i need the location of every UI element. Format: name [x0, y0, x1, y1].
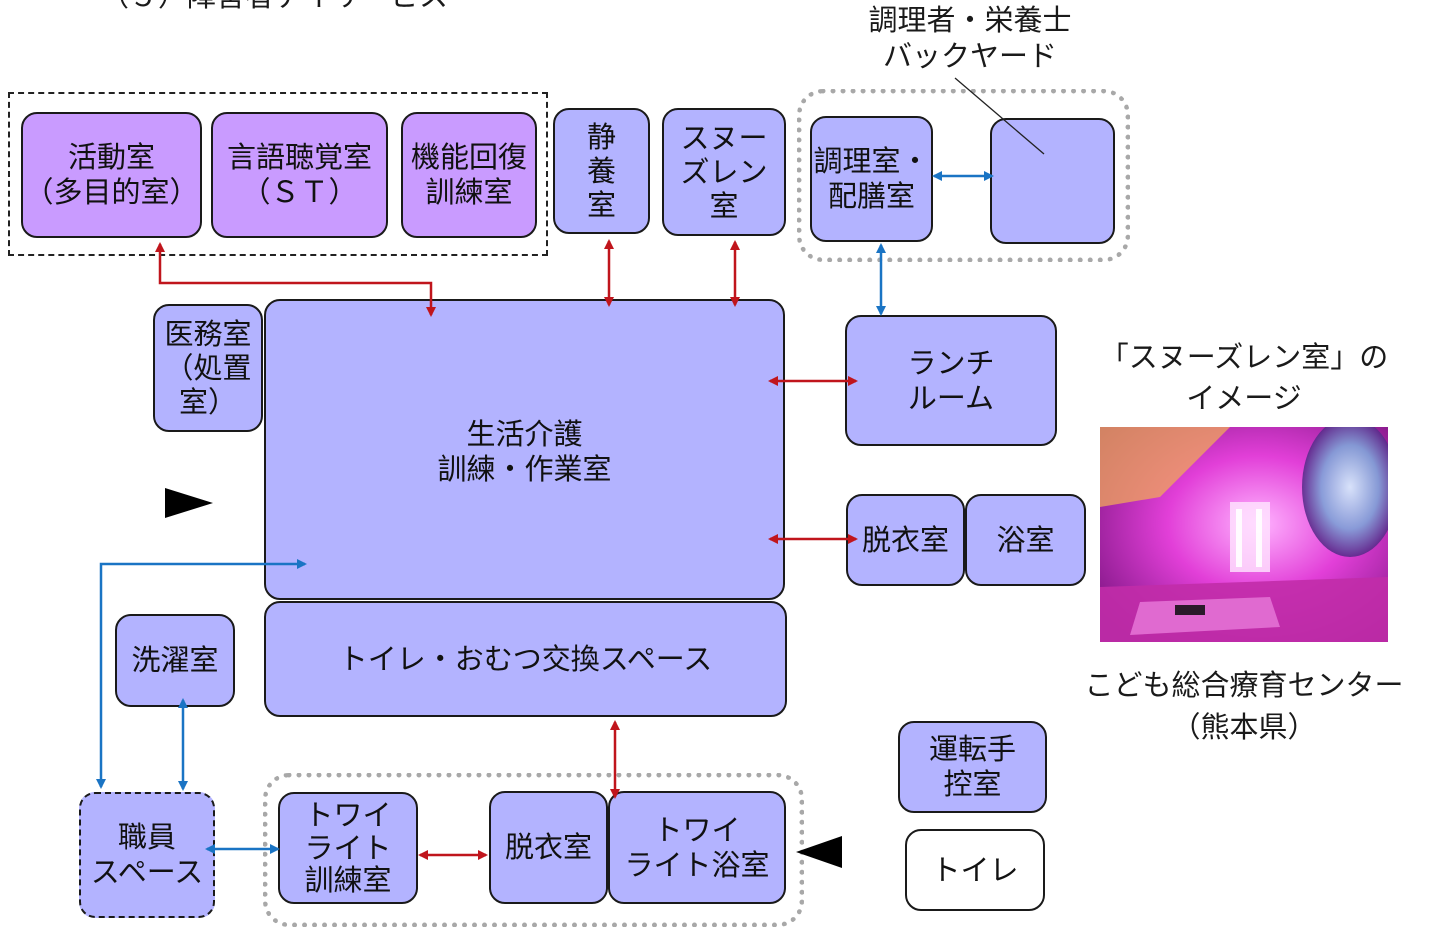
- snoezelen-room-photo: [1100, 427, 1388, 642]
- twilight-changing-room[interactable]: 脱衣室: [489, 791, 608, 904]
- entrance-marker-west: [165, 488, 213, 518]
- toilet-room[interactable]: トイレ: [905, 829, 1045, 911]
- toilet-diaper-space[interactable]: トイレ・おむつ交換スペース: [264, 601, 787, 717]
- bath-room[interactable]: 浴室: [965, 494, 1086, 586]
- main-activity-room[interactable]: 生活介護 訓練・作業室: [264, 299, 785, 600]
- quiet-room[interactable]: 静 養 室: [553, 108, 650, 234]
- snoezelen-room[interactable]: スヌー ズレン 室: [662, 108, 786, 236]
- backyard-room[interactable]: [990, 118, 1115, 244]
- changing-room[interactable]: 脱衣室: [846, 494, 965, 586]
- photo-credit-caption: こども総合療育センター （熊本県）: [1084, 668, 1404, 745]
- activity-room[interactable]: 活動室 （多目的室）: [21, 112, 202, 238]
- arrow-staff-main: [96, 559, 307, 789]
- entrance-marker-east: [796, 836, 842, 868]
- backyard-callout-leader: [954, 77, 1045, 155]
- backyard-callout-label: 調理者・栄養士 バックヤード: [868, 3, 1072, 74]
- lunch-room[interactable]: ランチ ルーム: [845, 315, 1057, 446]
- twilight-training-room[interactable]: トワイ ライト 訓練室: [278, 792, 418, 904]
- staff-space[interactable]: 職員 スペース: [79, 792, 215, 918]
- section-title: （５）障害者デイサービス: [100, 0, 448, 14]
- arrow-activity-main: [155, 242, 436, 317]
- driver-waiting-room[interactable]: 運転手 控室: [898, 721, 1047, 813]
- medical-room[interactable]: 医務室 （処置 室）: [153, 304, 263, 432]
- speech-therapy-room[interactable]: 言語聴覚室 （ＳＴ）: [211, 112, 388, 238]
- kitchen-room[interactable]: 調理室・ 配膳室: [810, 116, 933, 242]
- rehabilitation-room[interactable]: 機能回復 訓練室: [401, 112, 537, 238]
- twilight-bath-room[interactable]: トワイ ライト浴室: [608, 791, 786, 904]
- snoezelen-image-caption: 「スヌーズレン室」の イメージ: [1099, 340, 1389, 415]
